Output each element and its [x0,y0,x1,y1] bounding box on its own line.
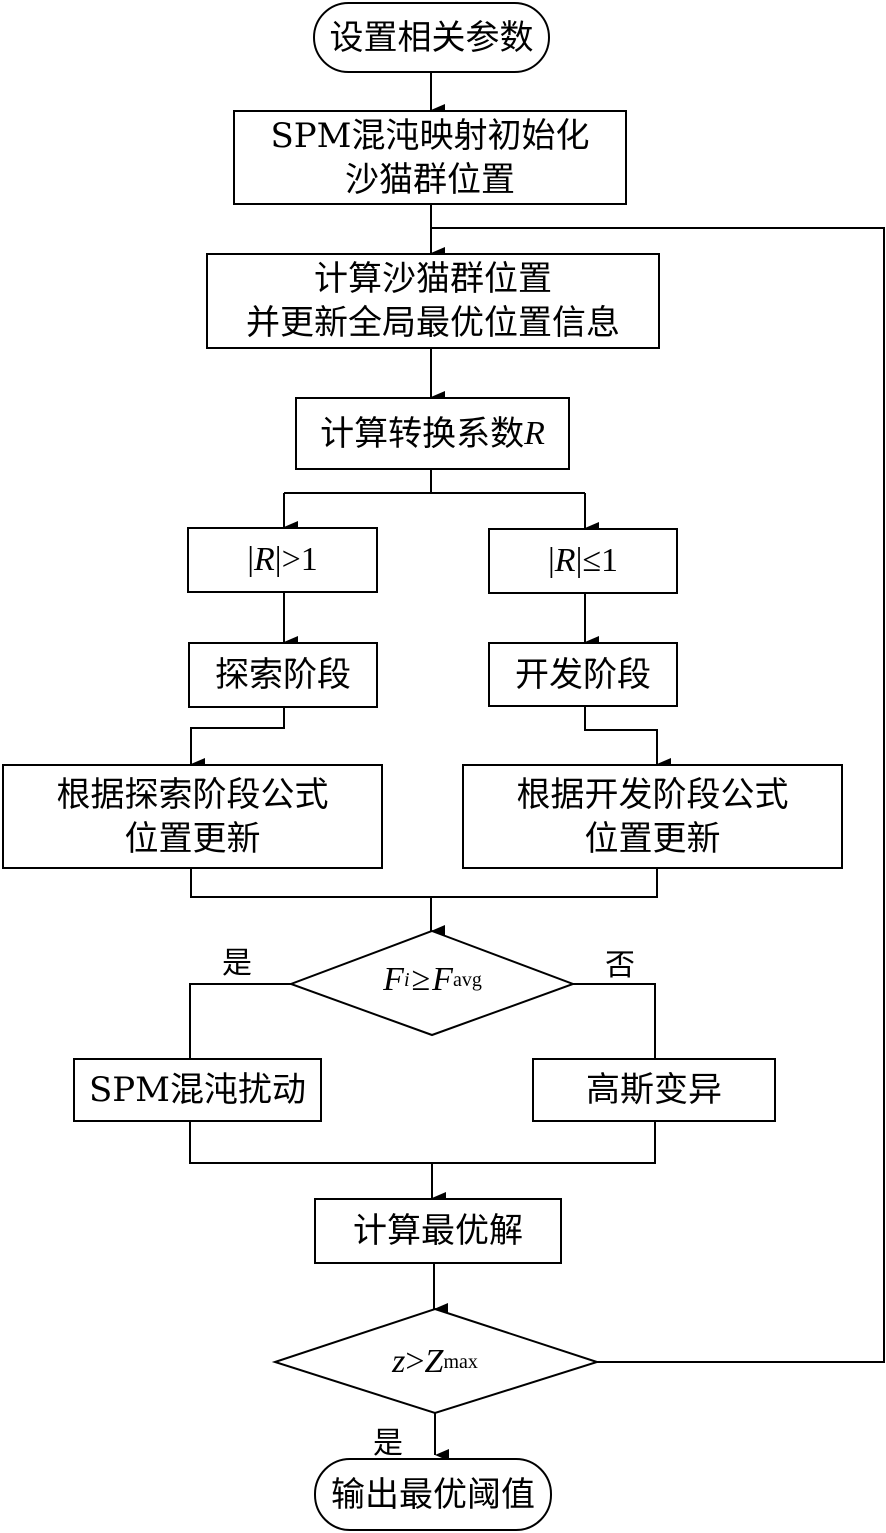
best-solution-label: 计算最优解 [353,1211,523,1251]
fitness-var: F [383,961,404,998]
avg-fitness-var: F [432,961,453,998]
decision-fitness-shape [288,929,576,1037]
comparison-op: ≥ [411,961,431,998]
start-label: 设置相关参数 [329,17,534,58]
develop-phase-label: 开发阶段 [515,654,651,695]
iteration-var: z [392,1343,406,1380]
explore-update-line2: 位置更新 [124,818,261,859]
end-terminal: 输出最优阈值 [314,1458,552,1531]
develop-update-line2: 位置更新 [584,818,721,859]
fitness-sub: i [403,968,410,991]
abs-bar: | [547,542,555,579]
max-iteration-var: Z [424,1343,444,1380]
r-var: R [254,541,275,578]
edge-r-split [284,470,585,494]
spm-init-line1: SPM混沌映射初始化 [270,115,590,156]
edge-explore-to-update [190,708,285,770]
edge-loop-back [431,227,885,1363]
spm-init-line2: 沙猫群位置 [345,159,515,200]
condition-r-le-1: |R|≤1 [488,528,678,594]
spm-perturb-label: SPM混沌扰动 [89,1070,306,1110]
calc-r-text: 计算转换系数 [320,413,525,454]
max-sub: max [443,1350,478,1373]
explore-phase-box: 探索阶段 [188,642,378,708]
edge-perturb-merge [189,1122,656,1198]
explore-update-line1: 根据探索阶段公式 [56,774,329,815]
start-terminal: 设置相关参数 [313,2,550,73]
abs-bar: | [247,541,255,578]
gauss-mutation-label: 高斯变异 [586,1070,722,1110]
calc-position-line1: 计算沙猫群位置 [314,259,552,299]
develop-phase-box: 开发阶段 [488,642,678,707]
decision1-yes-label: 是 [222,946,252,981]
edge-decision1-yes [189,983,291,1058]
spm-perturb-box: SPM混沌扰动 [73,1058,322,1122]
explore-update-box: 根据探索阶段公式 位置更新 [2,764,383,869]
r-var: R [554,542,576,579]
explore-phase-label: 探索阶段 [215,655,351,695]
end-label: 输出最优阈值 [331,1474,535,1515]
edge-develop-to-update [584,707,671,770]
condition-rest: |≤1 [575,542,619,579]
develop-update-box: 根据开发阶段公式 位置更新 [462,764,843,869]
best-solution-box: 计算最优解 [314,1198,562,1264]
decision2-yes-label: 是 [373,1426,403,1461]
calc-r-var: R [524,414,545,452]
spm-init-box: SPM混沌映射初始化 沙猫群位置 [233,110,627,205]
edge-updates-merge [190,869,658,931]
develop-update-line1: 根据开发阶段公式 [516,774,789,815]
comparison-op: > [405,1343,425,1380]
condition-r-gt-1: |R|>1 [187,527,378,593]
calc-position-box: 计算沙猫群位置 并更新全局最优位置信息 [206,253,660,349]
edge-decision1-no [573,983,656,1058]
avg-sub: avg [452,968,482,991]
gauss-mutation-box: 高斯变异 [532,1058,776,1122]
decision1-no-label: 否 [605,948,635,983]
condition-rest: |>1 [274,541,318,578]
calc-position-line2: 并更新全局最优位置信息 [246,303,620,343]
